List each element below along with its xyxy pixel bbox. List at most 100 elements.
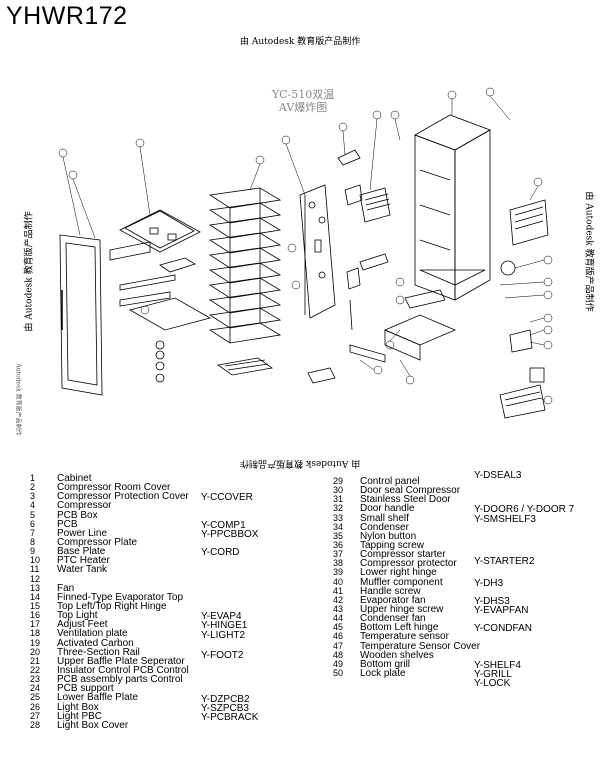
part-code: Y-EVAPFAN [474,605,529,617]
door-drawing [59,234,103,396]
part-row: 13 Fan [30,582,189,594]
part-number: 42 [333,594,344,605]
part-name: Muffler component [360,576,443,588]
part-name: Base Plate [57,546,106,558]
part-row: 10 PTC Heater [30,555,189,567]
part-name: PCB Box [57,509,98,521]
part-row: 42 Evaporator fan [333,594,480,606]
part-name: Light Box [57,701,99,713]
part-name: Door handle [360,503,415,515]
document-title: YHWR172 [6,2,128,30]
part-number: 46 [333,631,344,642]
part-code: Y-LOCK [474,678,511,690]
part-number: 34 [333,521,344,532]
part-row: 18 Ventilation plate [30,628,189,640]
part-code: Y-DZPCB2 [201,693,250,705]
part-name: Bottom grill [360,658,411,670]
part-number: 16 [30,610,41,621]
part-number: 14 [30,591,41,602]
part-row: 36 Tapping screw [333,539,480,551]
part-row: 32 Door handle [333,503,480,515]
part-name: Cabinet [57,473,92,484]
part-number: 32 [333,503,344,514]
part-number: 27 [30,710,41,721]
part-number: 49 [333,658,344,669]
part-name: Evaporator fan [360,594,426,606]
part-name: Fan [57,582,75,594]
part-code: Y-DHS3 [474,595,510,607]
part-row: 50 Lock plate [333,667,480,679]
small-parts-drawing [307,149,391,384]
part-name: Activated Carbon [57,637,134,649]
part-name: Stainless Steel Door [360,494,451,506]
part-row: 45 Bottom Left hinge [333,622,480,634]
diagram-caption-line2: AV爆炸图 [278,101,328,114]
part-number: 8 [30,536,36,547]
part-name: Nylon button [360,530,417,542]
part-number: 48 [333,649,344,660]
part-number: 5 [30,509,36,520]
part-name: Bottom Left hinge [360,622,439,634]
part-code: Y-SMSHELF3 [474,513,536,525]
part-name: Light Box Cover [57,719,129,731]
part-number: 23 [30,674,41,685]
part-number: 13 [30,582,41,593]
part-name: PTC Heater [57,555,110,567]
part-code: Y-EVAP4 [201,611,242,623]
part-name: Compressor [57,500,112,512]
part-number: 21 [30,655,41,666]
part-number: 33 [333,512,344,523]
part-number: 24 [30,683,41,694]
part-name: Ventilation plate [57,628,128,640]
shelves-drawing [208,187,282,376]
watermark-side-note: Autodesk 教育版产品制作 [14,363,22,436]
part-number: 12 [30,573,41,584]
part-number: 36 [333,539,344,550]
part-name: Tapping screw [360,539,424,551]
part-name: Lock plate [360,667,406,679]
part-code: Y-DH3 [474,577,504,589]
part-name: Upper hinge screw [360,603,444,615]
part-name: Door seal Compressor [360,485,461,497]
part-number: 18 [30,628,41,639]
watermark-stamp-right: 由 Autodesk 教育版产品制作 [583,191,594,312]
part-code: Y-LIGHT2 [201,629,246,641]
part-name: Top Light [57,610,98,622]
part-name: PCB [57,518,78,530]
part-number: 10 [30,555,41,566]
part-name: Handle screw [360,585,421,597]
part-name: Three-Section Rail [57,646,140,658]
part-number: 41 [333,585,344,596]
part-number: 31 [333,494,344,505]
part-code: Y-DSEAL3 [474,469,522,481]
part-name: Compressor Protection Cover [57,491,189,503]
part-name: Water Tank [57,564,108,576]
part-name: Compressor protector [360,558,457,570]
part-number: 45 [333,622,344,633]
part-name: Control panel [360,476,420,487]
part-number: 15 [30,600,41,611]
part-row: 12 [30,573,189,584]
part-number: 50 [333,667,344,678]
watermark-stamp-top: 由 Autodesk 教育版产品制作 [240,37,361,47]
